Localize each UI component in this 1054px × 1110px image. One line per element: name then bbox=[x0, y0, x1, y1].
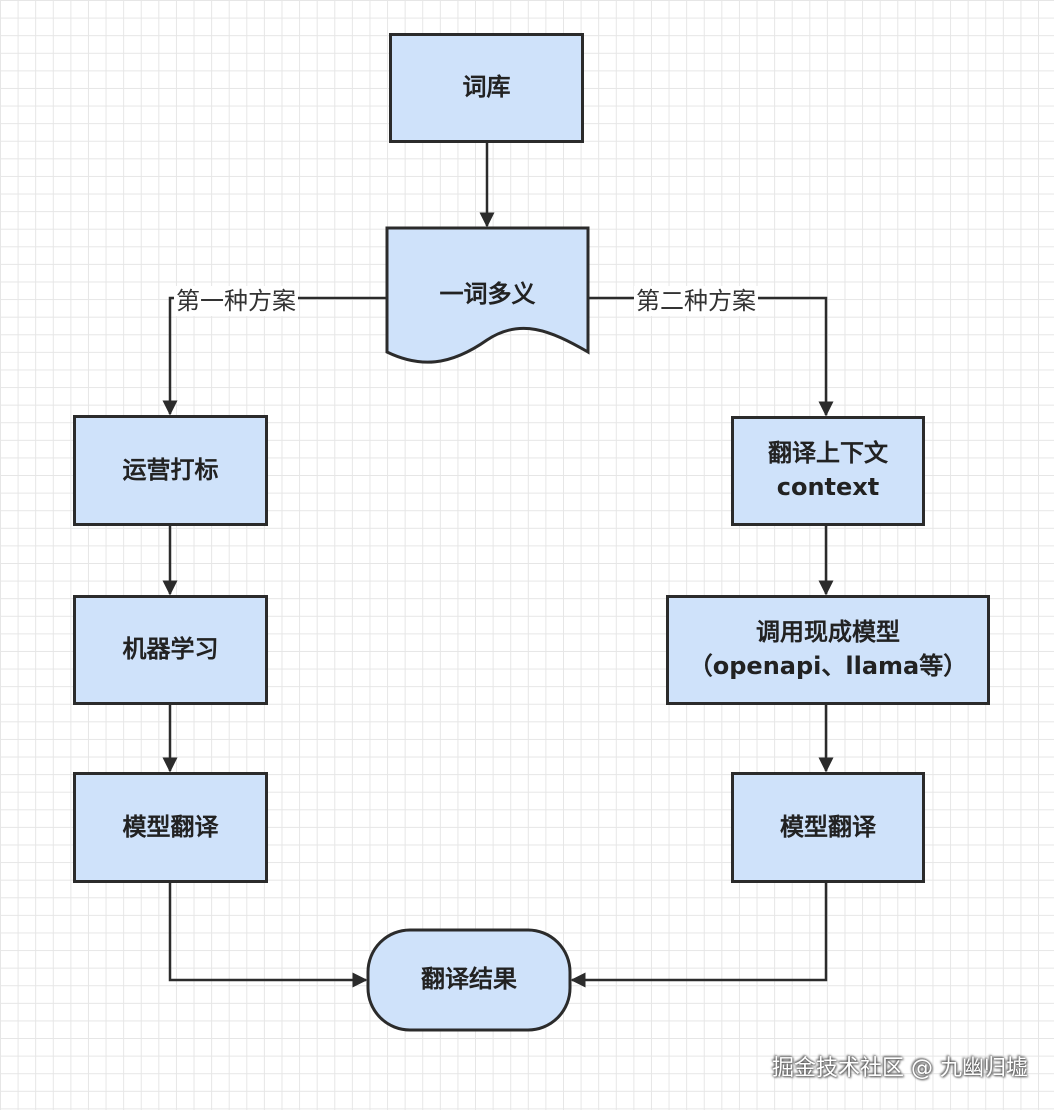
watermark: 掘金技术社区 @ 九幽归墟 bbox=[772, 1056, 1028, 1081]
node-ops-tagging-label: 运营打标 bbox=[122, 455, 219, 484]
node-lexicon: 词库 bbox=[389, 33, 584, 143]
result-terminator-shape bbox=[366, 928, 572, 1032]
node-polysemy-label: 一词多义 bbox=[439, 280, 536, 308]
node-model-translate-left-label: 模型翻译 bbox=[122, 812, 219, 841]
node-result-label: 翻译结果 bbox=[421, 965, 517, 994]
node-lexicon-label: 词库 bbox=[462, 73, 511, 102]
edge-label-option2: 第二种方案 bbox=[634, 286, 758, 316]
node-machine-learning-label: 机器学习 bbox=[122, 635, 219, 664]
edge-label-option1: 第一种方案 bbox=[174, 286, 298, 316]
node-translate-context-line2: context bbox=[776, 473, 880, 501]
edge-model-left-to-result bbox=[168, 882, 368, 988]
polysemy-document-shape bbox=[385, 226, 590, 364]
node-model-translate-left: 模型翻译 bbox=[73, 772, 268, 883]
node-model-translate-right-label: 模型翻译 bbox=[780, 812, 876, 841]
node-call-model-line1: 调用现成模型 bbox=[755, 618, 900, 647]
node-machine-learning: 机器学习 bbox=[73, 595, 268, 705]
node-model-translate-right: 模型翻译 bbox=[731, 772, 925, 883]
node-call-model: 调用现成模型 （openapi、llama等） bbox=[666, 595, 990, 705]
node-ops-tagging: 运营打标 bbox=[73, 415, 268, 526]
node-translate-context: 翻译上下文 context bbox=[731, 416, 925, 526]
node-result: 翻译结果 bbox=[368, 930, 570, 1030]
node-translate-context-line1: 翻译上下文 bbox=[768, 439, 888, 468]
node-polysemy: 一词多义 bbox=[387, 228, 588, 358]
edge-polysemy-to-ops-tagging bbox=[162, 296, 387, 416]
edge-model-right-to-result bbox=[570, 882, 828, 988]
node-call-model-line2: （openapi、llama等） bbox=[688, 652, 968, 680]
